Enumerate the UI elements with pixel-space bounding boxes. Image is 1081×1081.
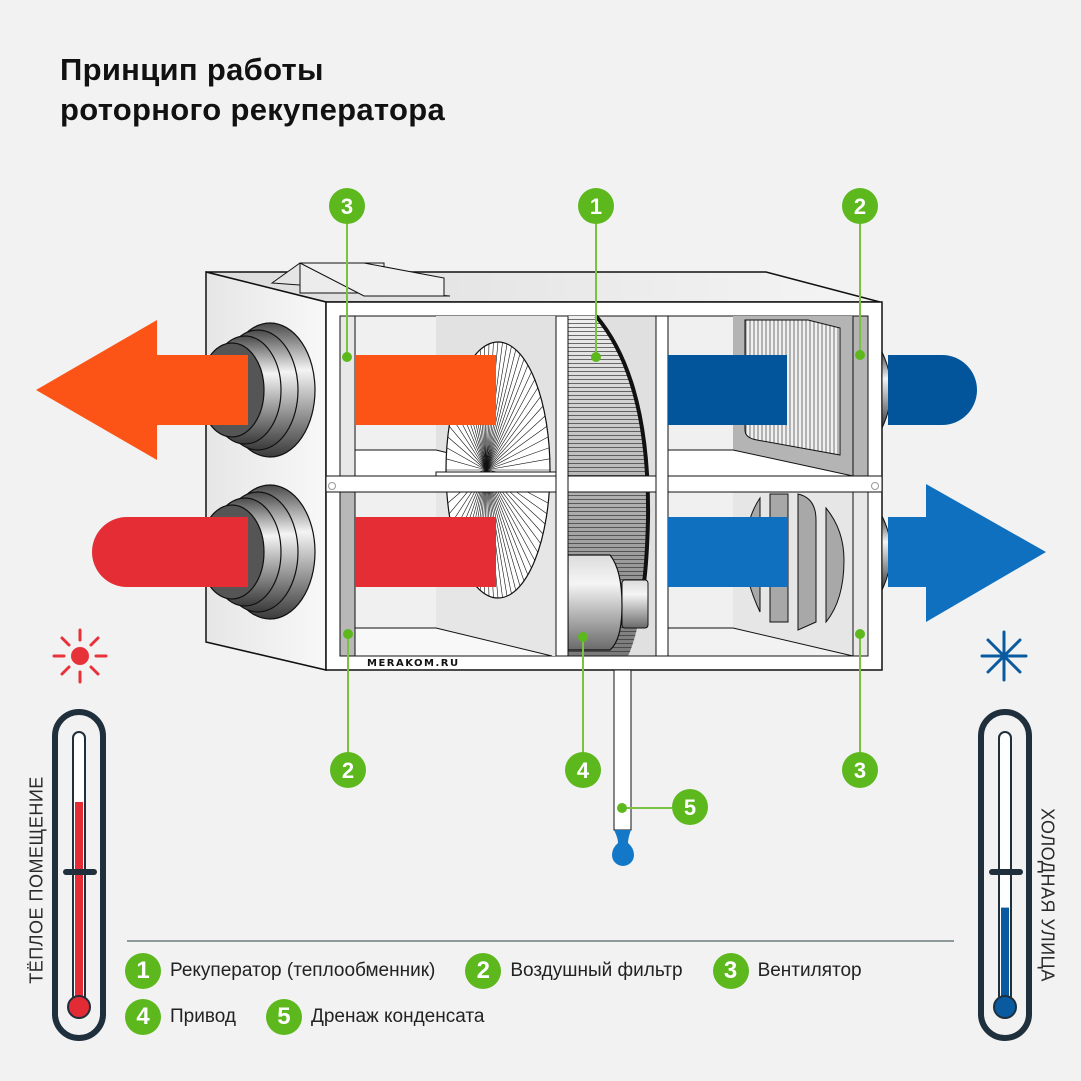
fan-blade-line [485,387,539,471]
fan-blade-line [485,365,529,471]
fan-blade-line [485,425,548,471]
marker-number: 2 [854,194,866,219]
legend-badge: 3 [712,953,749,989]
page-title: Принцип работы роторного рекуператора [60,50,445,130]
marker-drain: 5 [672,789,708,825]
title-line-1: Принцип работы [60,52,324,87]
legend-row: 1 Рекуператор (теплообменник) 2 Воздушны… [125,952,892,990]
cold-street-label: ХОЛОДНАЯ УЛИЦА [1037,808,1058,982]
thermometer-warm-fill [75,802,83,1000]
fan-blade-line [446,447,487,471]
legend-item-recuperator: 1 Рекуператор (теплообменник) [125,953,435,989]
legend-badge: 1 [125,953,161,989]
marker-top-recuperator: 1 [578,188,614,224]
condensate-drain [612,669,634,866]
fan-blade-line [446,458,487,471]
legend-badge: 2 [465,953,502,989]
sun-icon [52,628,108,684]
water-drop-icon [612,830,634,866]
warm-room-label: ТЁПЛОЕ ПОМЕЩЕНИЕ [26,776,47,984]
marker-number: 3 [341,194,353,219]
legend-label: Привод [170,1006,236,1027]
fan-blade-line [485,447,550,471]
brand-label: MERAKOM.RU [367,658,460,669]
fan-blade-line [485,405,544,471]
marker-number: 4 [577,758,590,783]
fan-blade-line [485,371,532,471]
fan-blade-line [448,426,487,471]
legend-label: Рекуператор (теплообменник) [170,960,436,981]
fan-blade-line [485,379,536,471]
legend-item-fan: 3 Вентилятор [712,953,862,989]
legend-row: 4 Привод 5 Дренаж конденсата [125,998,892,1036]
drive-motor [567,554,649,651]
air-filter-right [667,315,869,477]
marker-number: 2 [342,758,354,783]
airflow-exhaust-arrow [36,320,496,460]
fan-blade-line [485,343,508,471]
fan-blade-line [447,436,487,471]
housing-top [205,262,881,303]
airflow-indoor-inlet [92,517,496,587]
marker-bottom-fan: 3 [842,752,878,788]
legend-item-filter: 2 Воздушный фильтр [465,953,683,989]
marker-top-filter: 2 [842,188,878,224]
fan-blade-line [485,458,550,471]
marker-number: 5 [684,795,696,820]
fan-blade-line [485,346,512,471]
fan-blade-line [485,353,521,471]
legend-divider [127,940,954,942]
airflow-supply-arrow [668,484,1046,622]
legend-label: Вентилятор [757,960,862,981]
thermometer-warm [52,709,106,1041]
marker-bottom-filter: 2 [330,752,366,788]
thermometer-cold [978,709,1032,1041]
title-line-2: роторного рекуператора [60,92,446,127]
marker-number: 1 [590,194,602,219]
fan-blade-line [485,396,541,471]
legend-label: Воздушный фильтр [510,960,683,981]
leader-lines [346,222,861,809]
legend-label: Дренаж конденсата [310,1006,485,1027]
legend-badge: 5 [265,999,302,1035]
marker-number: 3 [854,758,866,783]
fan-blade-line [485,415,546,471]
legend-item-drain: 5 Дренаж конденсата [265,999,485,1035]
marker-bottom-drive: 4 [565,752,601,788]
legend-badge: 4 [125,999,161,1035]
airflow-outdoor-inlet [668,355,977,425]
thermometer-cold-fill [1001,907,1009,1000]
marker-top-fan: 3 [329,188,365,224]
fan-blade-line [485,359,525,471]
fan-blade-line [485,436,549,471]
legend: 1 Рекуператор (теплообменник) 2 Воздушны… [125,952,892,1044]
fan-blade-line [485,349,517,471]
legend-item-drive: 4 Привод [125,999,236,1035]
leader-dots [342,350,865,813]
snowflake-icon [980,630,1028,682]
